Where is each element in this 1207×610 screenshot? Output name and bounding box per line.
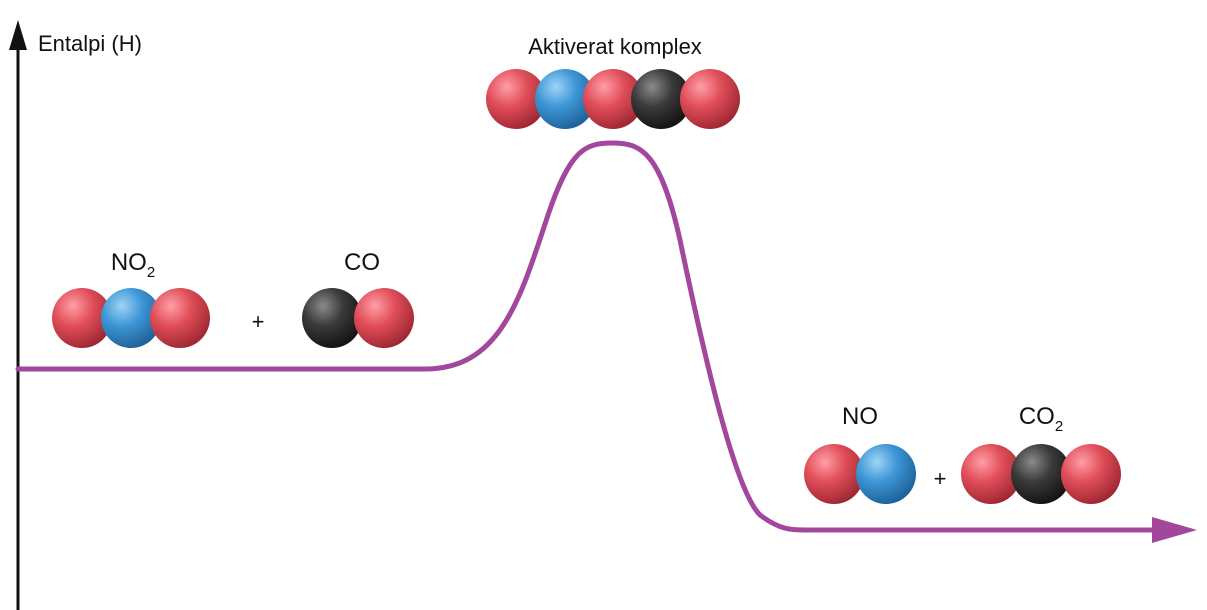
no2-atom-oxygen-2 (150, 288, 210, 348)
complex-atom-oxygen-1 (486, 69, 546, 129)
co2-atom-carbon (1011, 444, 1071, 504)
no-atom-nitrogen (856, 444, 916, 504)
co-label: CO (344, 249, 380, 276)
activated-complex-label: Aktiverat komplex (528, 34, 702, 59)
activated-complex-molecule (486, 69, 740, 129)
y-axis-arrowhead (9, 20, 27, 50)
co-molecule (302, 288, 414, 348)
reaction-path-curve (15, 140, 1163, 533)
co2-label: CO2 (1019, 403, 1063, 435)
co-atom-oxygen (354, 288, 414, 348)
no-atom-oxygen (804, 444, 864, 504)
no-label: NO (842, 403, 878, 430)
y-axis-label: Entalpi (H) (38, 31, 142, 56)
complex-atom-oxygen-3 (680, 69, 740, 129)
complex-atom-nitrogen (535, 69, 595, 129)
no2-atom-oxygen-1 (52, 288, 112, 348)
co2-molecule (961, 444, 1121, 504)
no2-label: NO2 (111, 249, 155, 281)
co-atom-carbon (302, 288, 362, 348)
co2-atom-oxygen-2 (1061, 444, 1121, 504)
complex-atom-oxygen-2 (583, 69, 643, 129)
co2-atom-oxygen-1 (961, 444, 1021, 504)
complex-atom-carbon (631, 69, 691, 129)
reaction-path-arrowhead (1152, 517, 1197, 543)
no-molecule (804, 444, 916, 504)
no2-molecule (52, 288, 210, 348)
reactants-plus-sign: + (252, 309, 265, 334)
no2-atom-nitrogen (101, 288, 161, 348)
products-plus-sign: + (934, 466, 947, 491)
